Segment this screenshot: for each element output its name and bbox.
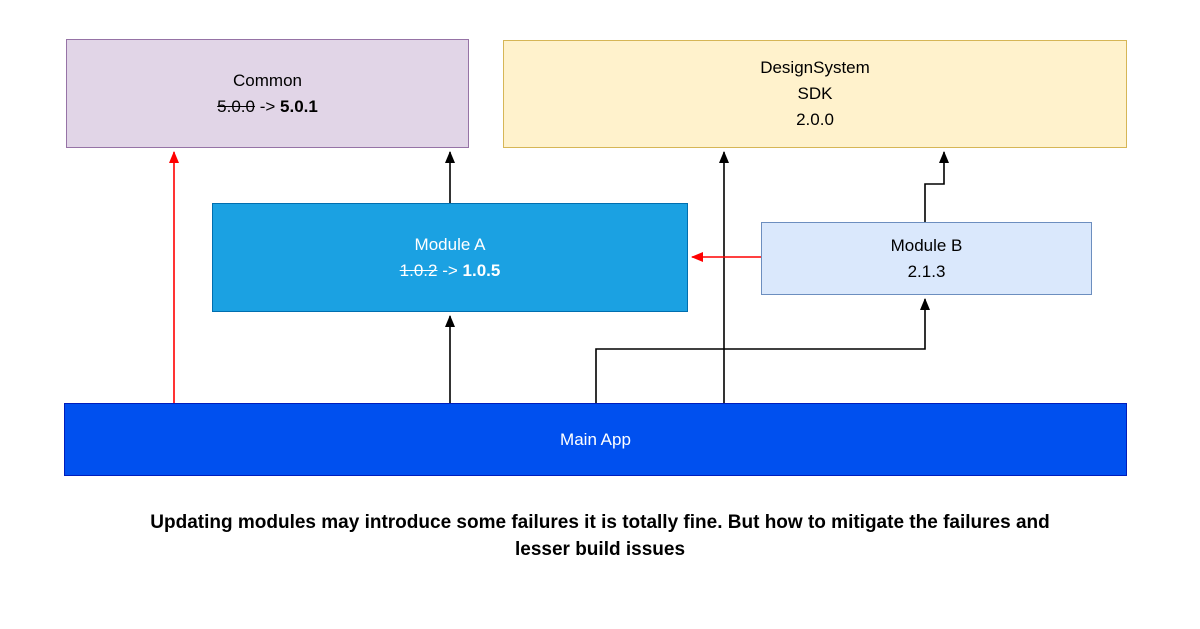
caption-line-2: lesser build issues bbox=[514, 539, 686, 560]
common-version: 5.0.0 -> 5.0.1 bbox=[217, 94, 318, 120]
design-system-name: DesignSystem bbox=[760, 58, 870, 77]
node-module-b: Module B 2.1.3 bbox=[761, 222, 1092, 295]
diagram-caption: Updating modules may introduce some fail… bbox=[0, 509, 1200, 563]
common-title: Common bbox=[233, 70, 302, 90]
design-system-version: 2.0.0 bbox=[796, 110, 834, 129]
node-design-system: DesignSystem SDK 2.0.0 bbox=[503, 40, 1127, 148]
module-b-title: Module B bbox=[890, 235, 963, 255]
module-a-title: Module A bbox=[414, 234, 486, 254]
arrow-module-b-to-design-system bbox=[924, 151, 949, 222]
common-new-version: 5.0.1 bbox=[280, 96, 318, 116]
common-version-separator: -> bbox=[259, 96, 276, 116]
module-a-new-version: 1.0.5 bbox=[462, 260, 501, 280]
arrow-main-app-to-module-b bbox=[595, 298, 930, 403]
node-module-a: Module A 1.0.2 -> 1.0.5 bbox=[212, 203, 688, 312]
node-main-app: Main App bbox=[64, 403, 1127, 476]
main-app-title: Main App bbox=[560, 429, 631, 449]
module-a-version: 1.0.2 -> 1.0.5 bbox=[400, 258, 501, 284]
common-old-version: 5.0.0 bbox=[217, 96, 255, 116]
module-b-version: 2.1.3 bbox=[907, 261, 946, 281]
design-system-sdk-label: SDK bbox=[797, 84, 833, 103]
module-a-old-version: 1.0.2 bbox=[399, 260, 438, 280]
node-common: Common 5.0.0 -> 5.0.1 bbox=[66, 39, 469, 148]
module-a-version-separator: -> bbox=[442, 260, 458, 280]
caption-line-1: Updating modules may introduce some fail… bbox=[150, 512, 1050, 533]
